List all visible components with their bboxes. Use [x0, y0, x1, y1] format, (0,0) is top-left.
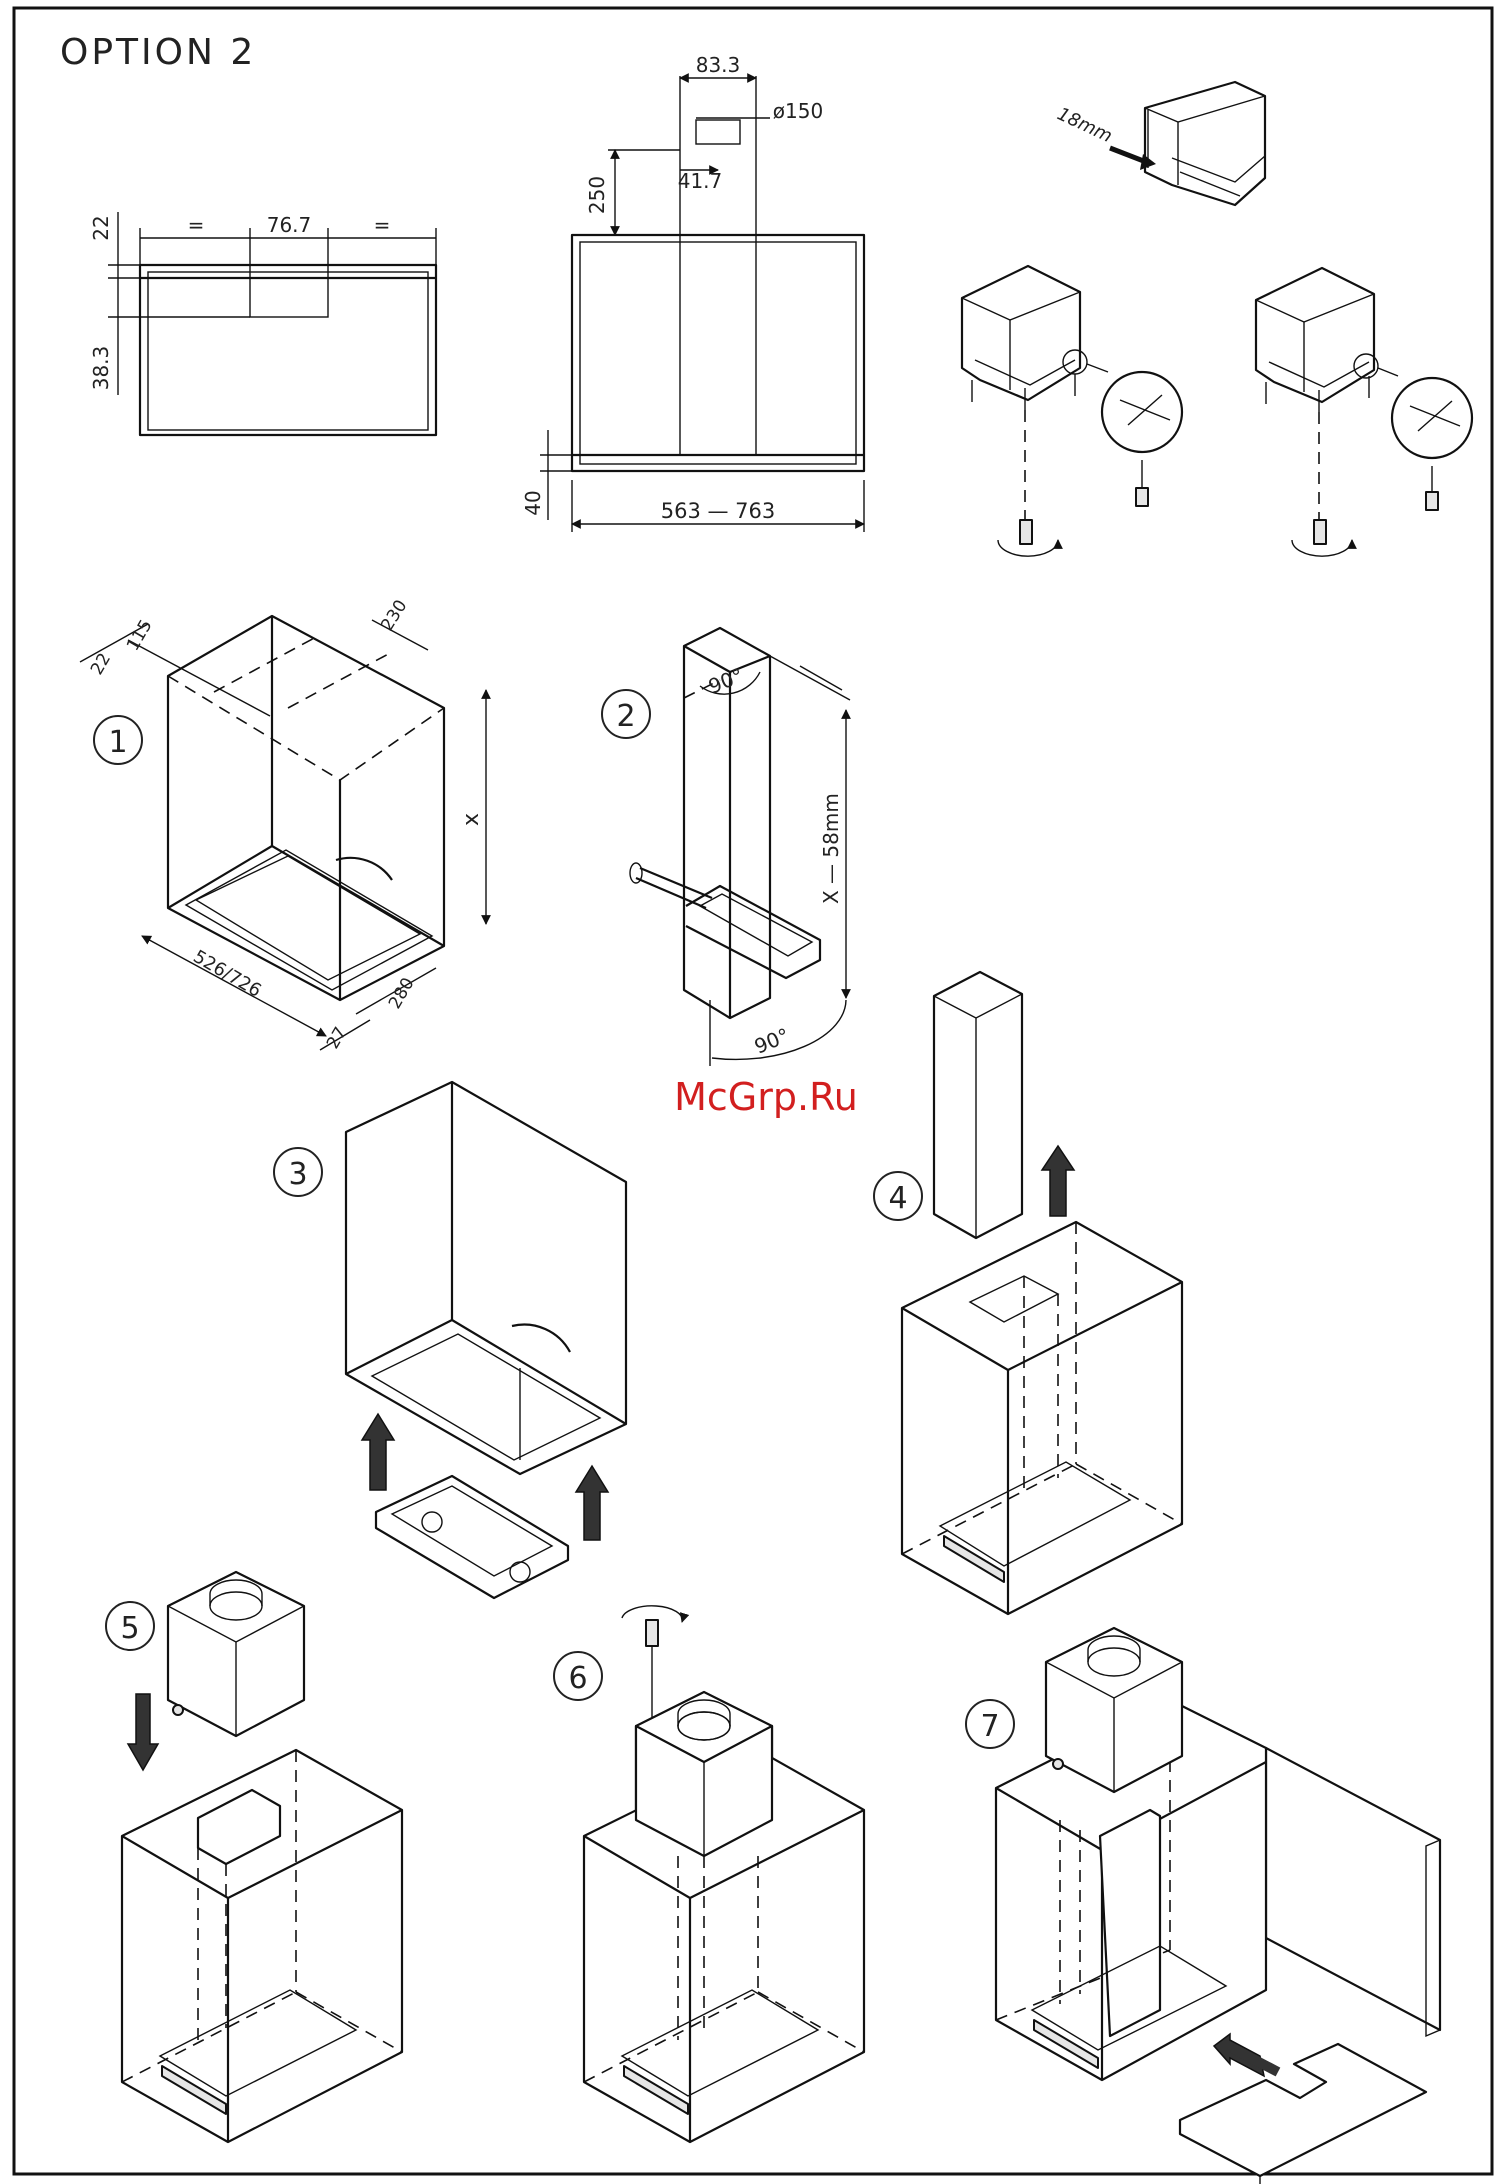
- step1-dim-115: 115: [123, 616, 157, 654]
- top-view-drawing: = 76.7 = 22 38.3: [89, 212, 436, 435]
- step-2-number: 2: [602, 690, 650, 738]
- panel-thickness-label: 18mm: [1054, 103, 1115, 147]
- step1-dim-280: 280: [385, 974, 419, 1012]
- dim-250: 250: [585, 176, 609, 214]
- dim-40: 40: [521, 490, 545, 515]
- dim-563-763: 563 — 763: [661, 499, 776, 523]
- dim-41-7: 41.7: [678, 169, 723, 193]
- step2-dim-height: X — 58mm: [819, 793, 843, 904]
- dim-dia-150: ø150: [773, 99, 823, 123]
- step-4-duct-placement: 4: [874, 972, 1182, 1614]
- hood-fixing-detail-right: [1256, 268, 1472, 556]
- svg-text:4: 4: [888, 1181, 907, 1216]
- front-view-drawing: 83.3 ø150 41.7 250 40 563 — 763: [521, 53, 864, 532]
- dim-22-top: 22: [89, 215, 113, 240]
- step1-dim-22: 22: [87, 650, 115, 679]
- dim-76-7: 76.7: [267, 213, 312, 237]
- hood-fixing-detail-left: [962, 266, 1182, 556]
- svg-text:7: 7: [980, 1709, 999, 1744]
- step-3-hood-insertion: 3: [274, 1082, 626, 1598]
- step1-dim-27: 27: [323, 1024, 351, 1053]
- step-5-number: 5: [106, 1602, 154, 1650]
- step1-dim-x: x: [459, 813, 484, 826]
- svg-text:2: 2: [616, 699, 635, 734]
- step-2-duct-cutout: 2 X — 58mm 90° 90°: [602, 628, 850, 1066]
- svg-text:5: 5: [120, 1611, 139, 1646]
- step-1-cabinet-marking: 1 22 115 230 x 526/726 280 27: [80, 597, 486, 1053]
- dim-83-3: 83.3: [696, 53, 741, 77]
- svg-text:6: 6: [568, 1661, 587, 1696]
- dim-38-3: 38.3: [89, 346, 113, 391]
- svg-text:1: 1: [108, 725, 127, 760]
- step-3-number: 3: [274, 1148, 322, 1196]
- step-4-number: 4: [874, 1172, 922, 1220]
- step-6-number: 6: [554, 1652, 602, 1700]
- step-7-cover-panels: 7: [966, 1628, 1440, 2184]
- step-1-number: 1: [94, 716, 142, 764]
- step1-dim-230: 230: [377, 597, 411, 635]
- dim-equal-right: =: [374, 213, 391, 237]
- svg-text:3: 3: [288, 1157, 307, 1192]
- page-title: OPTION 2: [60, 32, 256, 73]
- step-5-motor-box: 5: [106, 1572, 402, 2142]
- step-7-number: 7: [966, 1700, 1014, 1748]
- dim-equal-left: =: [188, 213, 205, 237]
- panel-thickness-detail: 18mm: [1054, 82, 1265, 205]
- step-6-screw-fixing: 6: [554, 1606, 864, 2142]
- watermark-text: McGrp.Ru: [674, 1075, 858, 1119]
